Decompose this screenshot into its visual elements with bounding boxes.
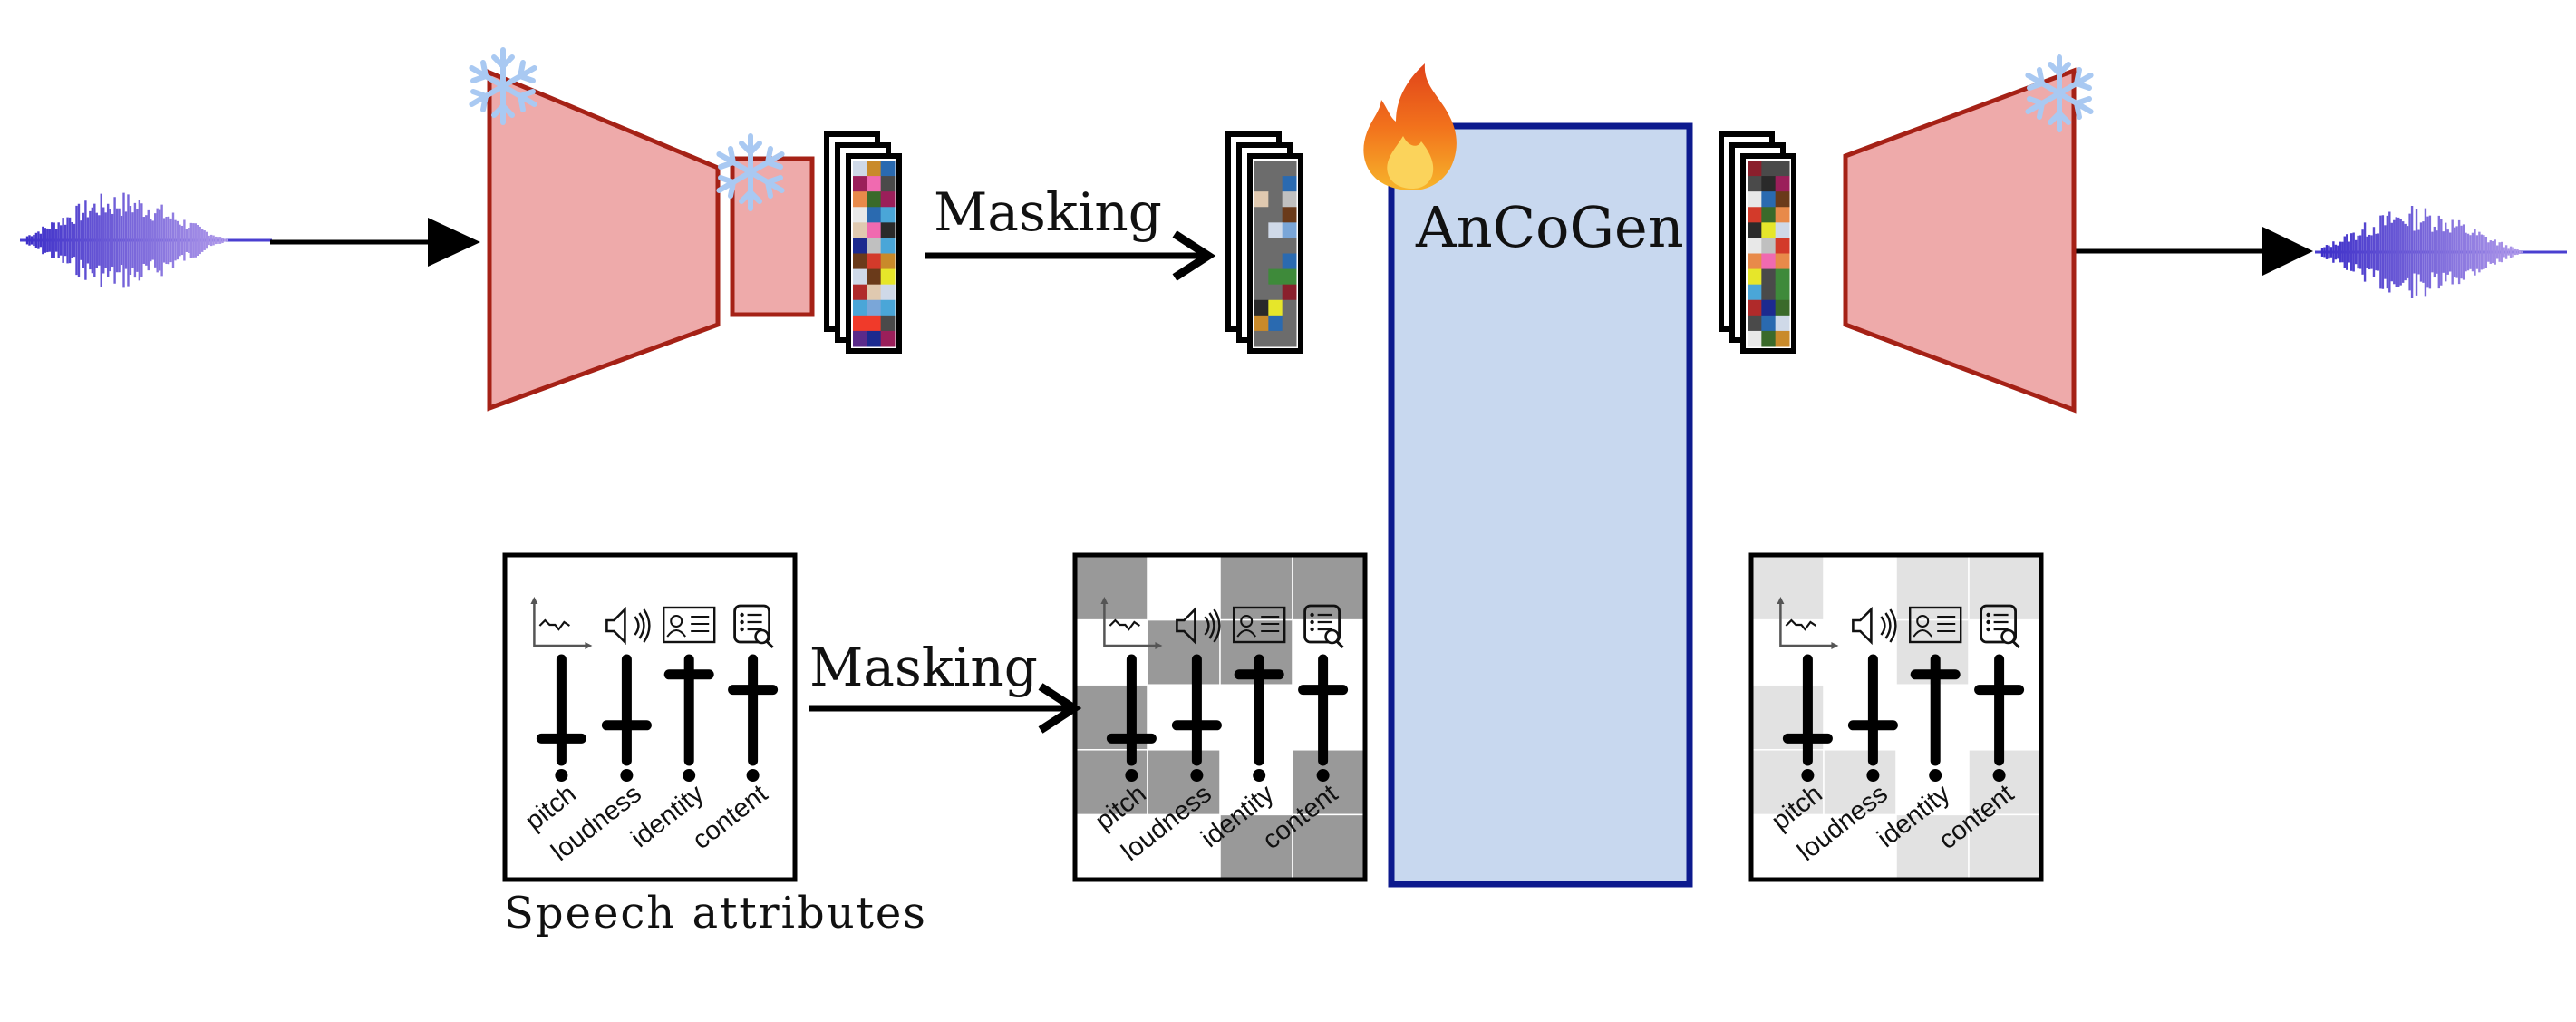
pitch-plot-icon xyxy=(530,597,593,649)
slider-identity xyxy=(1234,654,1284,782)
masking-label-bottom: Masking xyxy=(809,637,1038,698)
speaker-volume-icon xyxy=(605,606,651,646)
slider-content xyxy=(1974,654,2025,782)
pitch-plot-icon xyxy=(1777,597,1839,649)
masking-arrow-top xyxy=(925,230,1216,281)
fire-icon xyxy=(1363,63,1457,190)
id-card-icon xyxy=(1908,606,1962,644)
token-stack-output xyxy=(1719,131,1796,354)
pitch-plot-icon xyxy=(1100,597,1163,649)
input-waveform xyxy=(20,192,272,288)
slider-loudness xyxy=(1847,654,1898,782)
speech-attributes-caption: Speech attributes xyxy=(504,888,927,939)
speaker-volume-icon xyxy=(1852,606,1897,646)
slider-pitch xyxy=(1782,654,1833,782)
ancogen-label: AnCoGen xyxy=(1415,194,1684,260)
frozen-encoder xyxy=(487,69,815,412)
slider-identity xyxy=(663,654,714,782)
masking-label-top: Masking xyxy=(934,181,1162,243)
output-waveform xyxy=(2315,206,2567,298)
slider-pitch xyxy=(536,654,586,782)
speaker-volume-icon xyxy=(1176,606,1221,646)
slider-pitch xyxy=(1106,654,1157,782)
input-arrow xyxy=(270,218,480,267)
token-stack-masked xyxy=(1225,131,1303,354)
content-document-icon xyxy=(733,604,774,649)
token-stack-input xyxy=(824,131,902,354)
id-card-icon xyxy=(663,606,716,644)
slider-content xyxy=(728,654,779,782)
output-arrow xyxy=(2076,227,2313,276)
ancogen-model xyxy=(1388,122,1693,888)
slider-loudness xyxy=(601,654,652,782)
content-document-icon xyxy=(1303,604,1344,649)
content-document-icon xyxy=(1980,604,2020,649)
slider-identity xyxy=(1910,654,1961,782)
frozen-decoder xyxy=(1843,67,2077,414)
id-card-icon xyxy=(1232,606,1286,644)
slider-content xyxy=(1298,654,1349,782)
slider-loudness xyxy=(1171,654,1222,782)
masking-arrow-bottom xyxy=(809,683,1082,734)
